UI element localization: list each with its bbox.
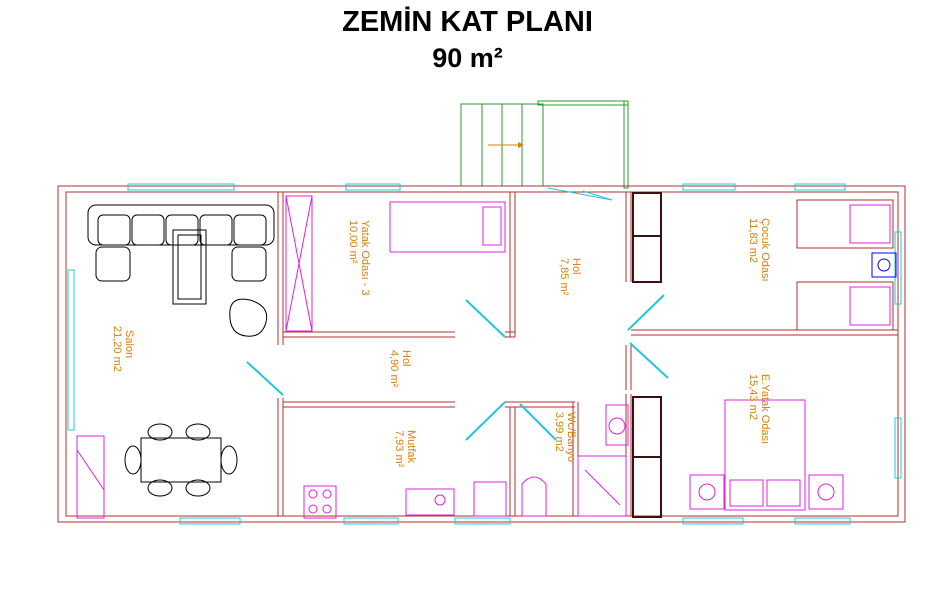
plan-title: ZEMİN KAT PLANI [342,6,593,38]
washbasin-icon [605,404,629,446]
entrance-stairs [460,100,629,189]
room-label-wc-name: Wc/Banyo [565,412,577,462]
room-label-wc-area: 3,99 m2 [553,412,565,452]
sofa-set-icon [87,204,275,337]
room-label-eyatak-area: 15,43 m2 [747,374,759,420]
room-label-hol1-area: 4,90 m² [388,350,400,388]
room-label-hol1-name: Hol [400,350,412,367]
room-label-hol2-area: 7,85 m² [558,258,570,296]
dining-table-icon [124,423,238,497]
furniture [76,195,844,519]
sink-icon [405,488,455,516]
room-label-eyatak-name: E.Yatak Odası [759,374,771,444]
built-in-cabinets [632,192,662,518]
stove-icon [303,485,337,519]
room-label-salon-area: 21,20 m2 [111,326,123,372]
cabinet-icon [76,435,105,519]
room-label-mutfak-area: 7,93 m² [393,430,405,468]
nightstand-left-icon [689,474,725,510]
room-label-yatak3-name: Yatak Odası - 3 [359,220,371,296]
room-label-cocuk-area: 11,83 m2 [747,218,759,263]
plan-area: 90 m² [432,43,503,73]
room-label-yatak3-area: 10,00 m² [347,220,359,264]
wardrobe-icon [285,195,313,332]
shower-icon [577,455,627,517]
walls [57,185,906,523]
fridge-icon [473,481,507,517]
doors [246,294,669,441]
room-labels: Salon 21,20 m2 Yatak Odası - 3 10,00 m² … [111,218,771,468]
room-label-hol2-name: Hol [570,258,582,275]
bed-single-icon [389,201,506,253]
kids-beds-icon [796,199,897,331]
toilet-icon [521,476,547,517]
windows [67,183,902,525]
room-label-salon-name: Salon [123,330,135,358]
room-label-mutfak-name: Mutfak [405,430,417,464]
double-bed-icon [724,399,806,511]
room-label-cocuk-name: Çocuk Odası [759,218,771,282]
nightstand-right-icon [808,474,844,510]
